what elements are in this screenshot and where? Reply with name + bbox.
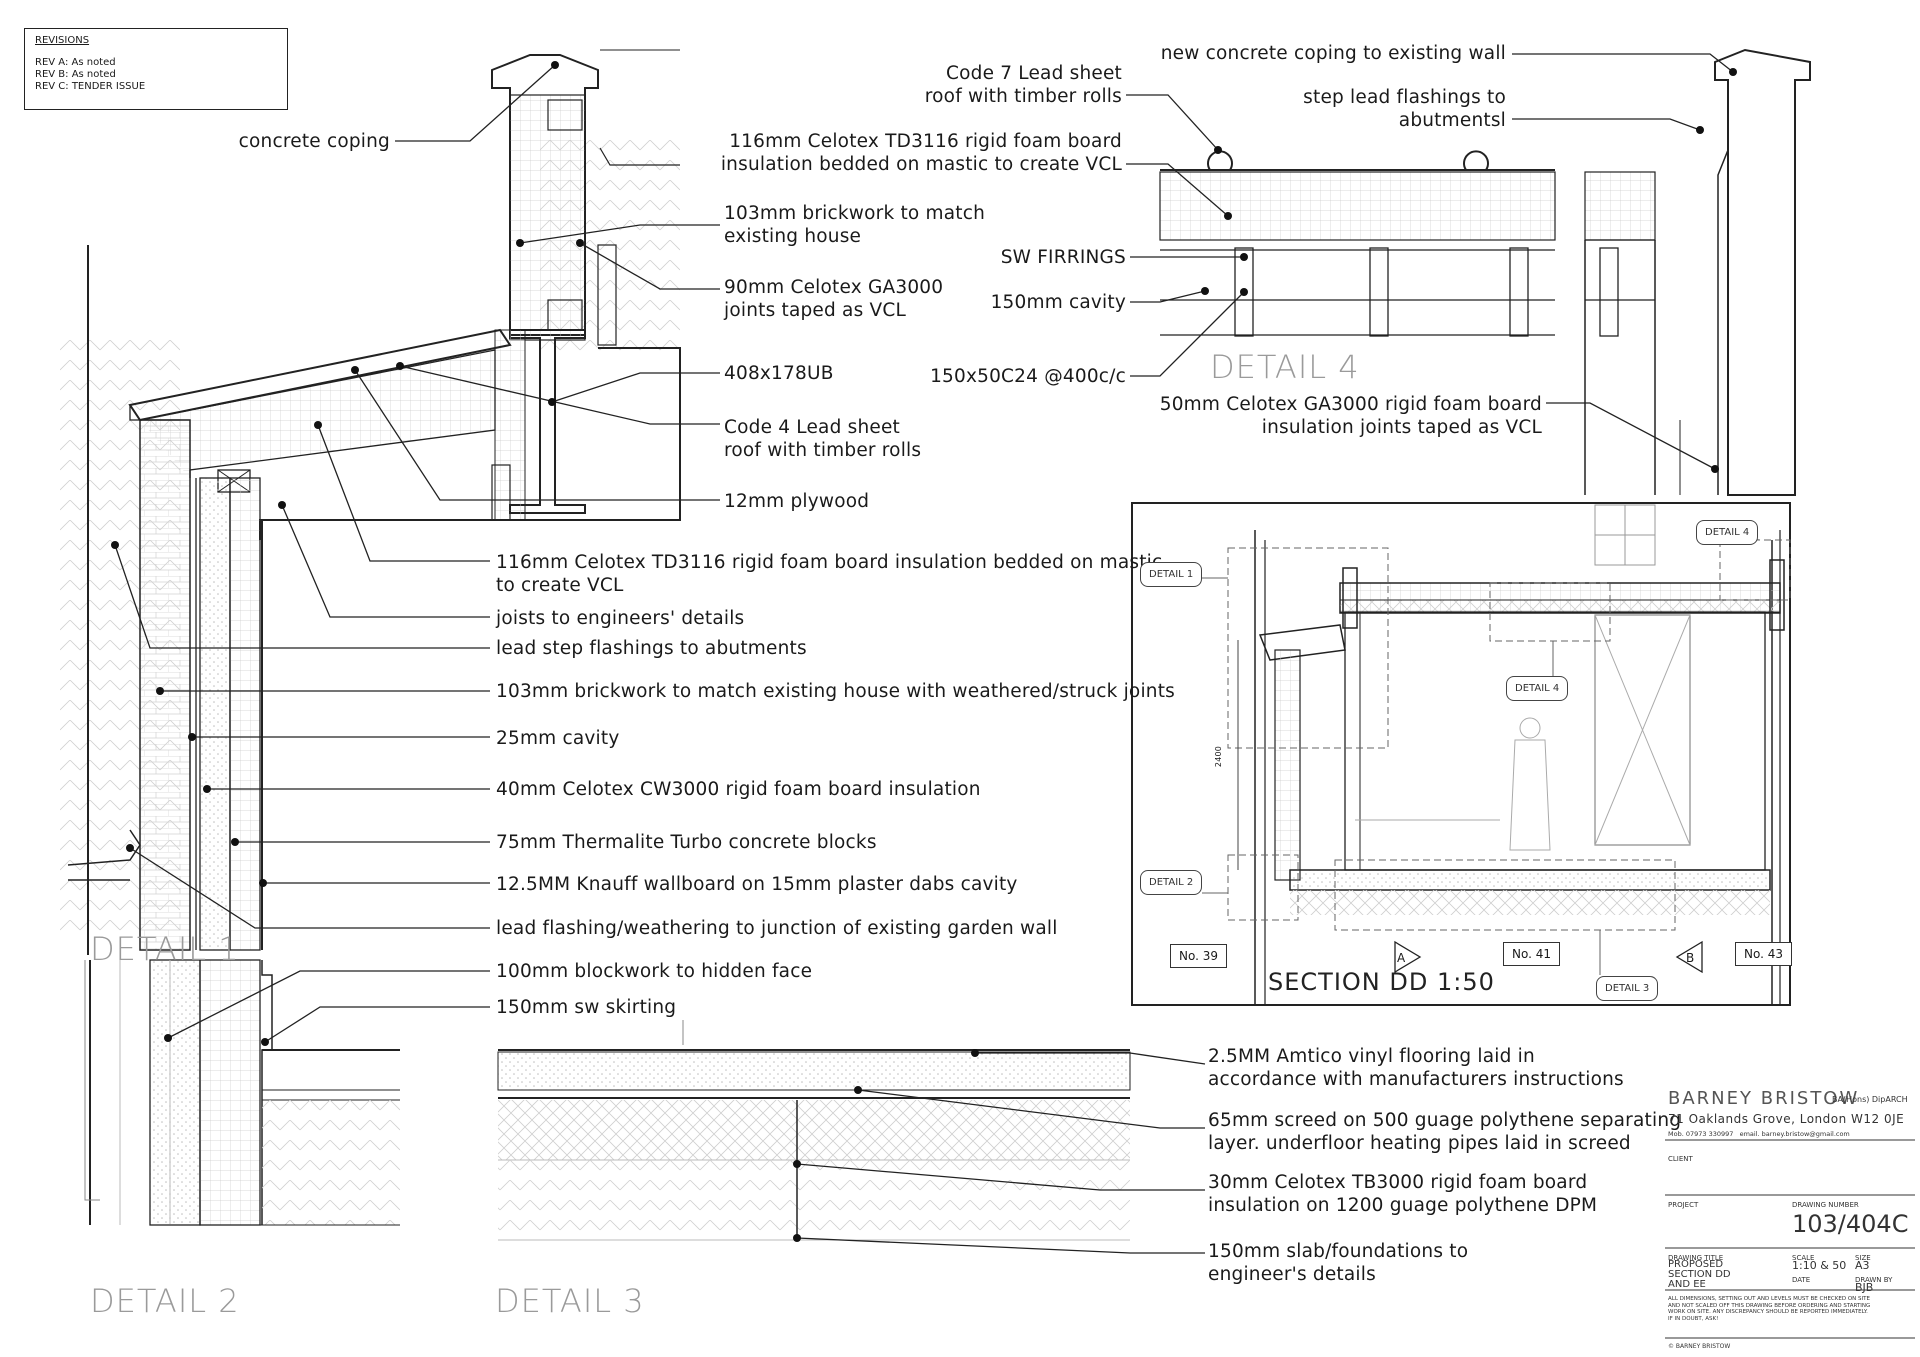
titleblock-contact: Mob. 07973 330997 email. barney.bristow@… [1668,1130,1850,1138]
detail-3-drawing [497,1020,1131,1241]
label-thermalite-blocks: 75mm Thermalite Turbo concrete blocks [496,832,877,853]
leader-lines [114,53,1734,1254]
detail-2-title: DETAIL 2 [90,1282,240,1320]
label-steel-ub: 408x178UB [724,363,834,384]
titleblock-drawn-label: DRAWN BY [1855,1276,1893,1284]
label-code4-lead: Code 4 Lead sheet roof with timber rolls [724,417,922,461]
titleblock-date-label: DATE [1792,1276,1811,1284]
titleblock-client-label: CLIENT [1668,1155,1693,1163]
detail-1-drawing [60,49,681,955]
label-blockwork: 100mm blockwork to hidden face [496,961,813,982]
label-celotex-ga3000-50: 50mm Celotex GA3000 rigid foam board ins… [1159,394,1542,438]
label-cavity-25: 25mm cavity [496,728,620,749]
label-slab-foundations: 150mm slab/foundations to engineer's det… [1208,1241,1469,1285]
label-concrete-coping: concrete coping [238,131,390,152]
detail-4-drawing [1159,48,1811,496]
titleblock-copyright: © BARNEY BRISTOW [1668,1343,1731,1350]
detail-2-drawing [84,959,400,1226]
titleblock-scale: 1:10 & 50 [1792,1259,1847,1272]
label-celotex-td3116: 116mm Celotex TD3116 rigid foam board in… [496,552,1163,596]
titleblock-drawn-by: BJB [1855,1281,1874,1294]
section-dd-drawing [1131,502,1791,1006]
section-marker-b: B [1686,951,1695,965]
titleblock-project-label: PROJECT [1668,1201,1699,1209]
label-knauf-wallboard: 12.5MM Knauff wallboard on 15mm plaster … [496,874,1018,895]
label-joists: joists to engineers' details [496,608,745,629]
label-c24-joists: 150x50C24 @400c/c [930,366,1126,387]
label-celotex-td3116-roof: 116mm Celotex TD3116 rigid foam board in… [720,131,1122,175]
titleblock-quals: BA(Hons) DipARCH [1832,1095,1908,1104]
section-dimension: 2400 [1214,745,1224,768]
detail-3-title: DETAIL 3 [495,1282,645,1320]
label-celotex-tb3000: 30mm Celotex TB3000 rigid foam board ins… [1208,1172,1598,1216]
titleblock-drawing-number: 103/404C [1792,1210,1909,1238]
section-title: SECTION DD 1:50 [1268,968,1495,996]
revision-item: REV B: As noted [35,69,116,80]
titleblock-note: ALL DIMENSIONS, SETTING OUT AND LEVELS M… [1668,1296,1871,1322]
detail-4-title: DETAIL 4 [1210,348,1360,386]
section-tag-detail-4: DETAIL 4 [1506,676,1569,701]
label-code7-lead: Code 7 Lead sheet roof with timber rolls [924,63,1122,107]
titleblock-scale-label: SCALE [1792,1254,1815,1262]
label-screed: 65mm screed on 500 guage polythene separ… [1208,1110,1682,1154]
label-celotex-ga3000: 90mm Celotex GA3000 joints taped as VCL [724,277,944,321]
section-tag-detail-1: DETAIL 1 [1140,562,1203,587]
section-tag-detail-4-top: DETAIL 4 [1696,520,1759,545]
titleblock-frame [1665,1139,1915,1339]
label-plywood: 12mm plywood [724,491,870,512]
titleblock-size: A3 [1855,1259,1870,1272]
label-skirting: 150mm sw skirting [496,997,677,1018]
label-garden-wall-flashing: lead flashing/weathering to junction of … [496,918,1058,939]
titleblock-drawing-title: PROPOSED SECTION DD AND EE [1668,1259,1731,1290]
house-number-41: No. 41 [1503,942,1561,966]
titleblock-drawing-number-label: DRAWING NUMBER [1792,1201,1859,1209]
label-sw-firrings: SW FIRRINGS [1000,247,1126,268]
titleblock-firm: BARNEY BRISTOW [1668,1088,1860,1109]
section-marker-a: A [1397,951,1406,965]
house-number-39: No. 39 [1170,944,1228,968]
leader-dots [111,61,1737,1242]
revision-item: REV A: As noted [35,57,116,68]
revision-item: REV C: TENDER ISSUE [35,81,146,92]
section-tag-detail-2: DETAIL 2 [1140,870,1203,895]
titleblock-address: 71 Oaklands Grove, London W12 0JE [1668,1112,1905,1126]
titleblock-size-label: SIZE [1855,1254,1871,1262]
label-brickwork-103: 103mm brickwork to match existing house [724,203,986,247]
label-lead-step-flashings: lead step flashings to abutments [496,638,807,659]
label-new-concrete-coping: new concrete coping to existing wall [1160,43,1506,64]
label-celotex-cw3000: 40mm Celotex CW3000 rigid foam board ins… [496,779,981,800]
detail-1-title: DETAIL 1 [90,930,240,968]
titleblock-drawing-title-label: DRAWING TITLE [1668,1254,1724,1262]
house-number-43: No. 43 [1735,942,1793,966]
revisions-heading: REVISIONS [35,35,90,46]
label-cavity-150: 150mm cavity [990,292,1126,313]
label-step-lead-flashings: step lead flashings to abutmentsl [1303,87,1506,131]
section-tag-detail-3: DETAIL 3 [1596,976,1659,1001]
label-brickwork-weathered: 103mm brickwork to match existing house … [496,681,1175,702]
revisions-box: REVISIONS REV A: As noted REV B: As note… [24,28,288,110]
label-amtico-flooring: 2.5MM Amtico vinyl flooring laid in acco… [1208,1046,1624,1090]
